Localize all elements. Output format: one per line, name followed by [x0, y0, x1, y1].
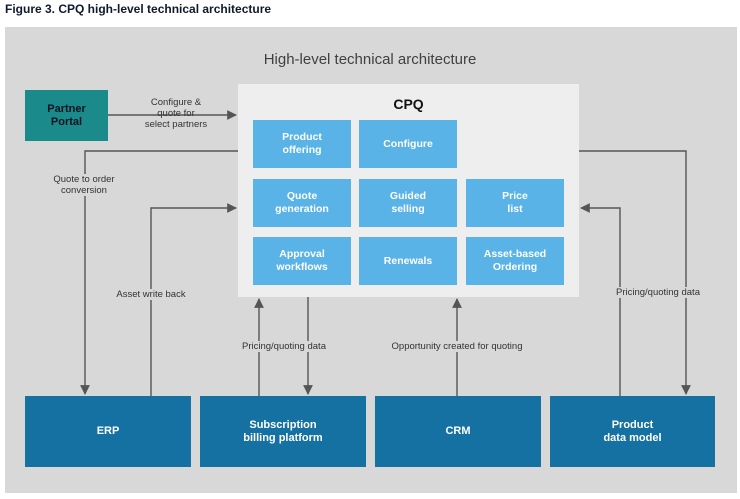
module-quote-generation: Quote generation: [253, 179, 351, 227]
label-opportunity: Opportunity created for quoting: [385, 341, 529, 352]
cpq-title: CPQ: [393, 96, 424, 112]
label-configure-quote: Configure & quote for select partners: [144, 97, 208, 130]
system-erp: ERP: [25, 396, 191, 467]
module-asset-based-ordering: Asset-based Ordering: [466, 237, 564, 285]
arrow-erp-to-cpq: [150, 203, 237, 396]
module-renewals: Renewals: [359, 237, 457, 285]
label-pricing-product: Pricing/quoting data: [605, 287, 711, 298]
system-crm: CRM: [375, 396, 541, 467]
module-configure: Configure: [359, 120, 457, 168]
label-quote-to-order: Quote to order conversion: [38, 174, 130, 196]
module-price-list: Price list: [466, 179, 564, 227]
arrow-cpq-to-erp: [80, 150, 238, 395]
label-asset-write-back: Asset write back: [106, 289, 196, 300]
figure-title: Figure 3. CPQ high-level technical archi…: [5, 2, 272, 16]
diagram-title: High-level technical architecture: [263, 51, 477, 68]
system-product-data-model: Product data model: [550, 396, 715, 467]
label-pricing-billing: Pricing/quoting data: [236, 341, 332, 352]
arrow-cpq-to-product: [579, 150, 691, 395]
arrow-product-to-cpq: [580, 203, 621, 396]
module-guided-selling: Guided selling: [359, 179, 457, 227]
module-approval-workflows: Approval workflows: [253, 237, 351, 285]
system-billing-platform: Subscription billing platform: [200, 396, 366, 467]
partner-portal-box: Partner Portal: [25, 90, 108, 141]
module-product-offering: Product offering: [253, 120, 351, 168]
